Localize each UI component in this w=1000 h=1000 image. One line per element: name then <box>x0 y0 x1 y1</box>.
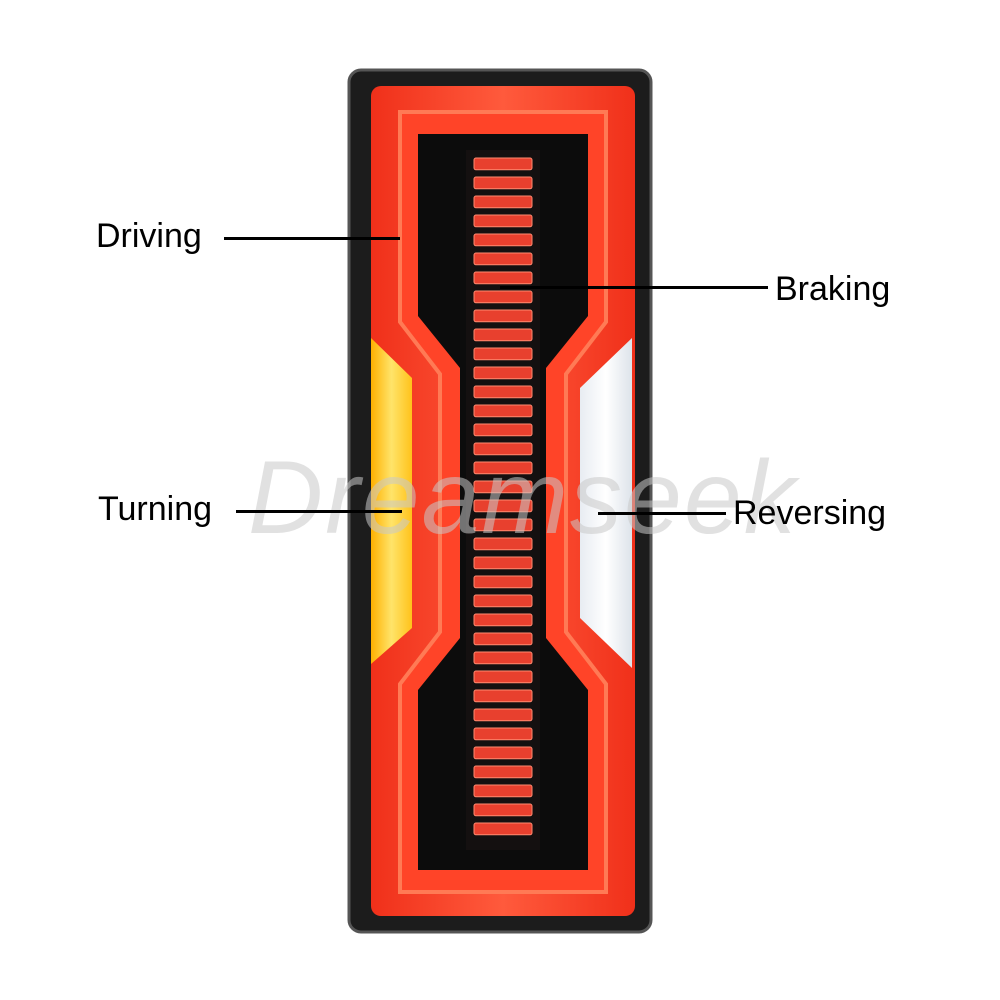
brake-segment <box>473 385 533 399</box>
driving-leader-line <box>224 237 400 240</box>
brake-segment <box>473 784 533 798</box>
braking-label: Braking <box>775 270 891 308</box>
reversing-label: Reversing <box>733 494 887 532</box>
brake-segment <box>473 670 533 684</box>
brake-segment <box>473 651 533 665</box>
brake-segment <box>473 480 533 494</box>
brake-segment <box>473 746 533 760</box>
brake-segment <box>473 537 533 551</box>
brake-segment <box>473 347 533 361</box>
brake-segment <box>473 594 533 608</box>
brake-segment <box>473 309 533 323</box>
turn-signal-lens <box>371 338 412 664</box>
brake-segment <box>473 423 533 437</box>
turning-label: Turning <box>98 490 213 528</box>
driving-label: Driving <box>96 217 202 255</box>
brake-segment <box>473 157 533 171</box>
brake-segment <box>473 822 533 836</box>
braking-leader-line <box>500 286 768 289</box>
reversing-leader-line <box>598 512 726 515</box>
brake-segment <box>473 442 533 456</box>
brake-segment <box>473 689 533 703</box>
brake-segment <box>473 708 533 722</box>
brake-segment <box>473 803 533 817</box>
brake-segment <box>473 328 533 342</box>
brake-segment <box>473 290 533 304</box>
brake-segment <box>473 404 533 418</box>
brake-segment <box>473 575 533 589</box>
brake-segment <box>473 613 533 627</box>
brake-segment <box>473 176 533 190</box>
brake-segment <box>473 214 533 228</box>
brake-segment <box>473 252 533 266</box>
brake-segment <box>473 461 533 475</box>
brake-segment <box>473 632 533 646</box>
reverse-light-lens <box>580 338 632 668</box>
brake-segment <box>473 233 533 247</box>
brake-segment <box>473 271 533 285</box>
brake-segment <box>473 195 533 209</box>
turning-leader-line <box>236 510 402 513</box>
brake-segment <box>473 556 533 570</box>
brake-segment <box>473 765 533 779</box>
brake-segment <box>473 366 533 380</box>
brake-light-segments <box>473 157 533 836</box>
brake-segment <box>473 727 533 741</box>
brake-segment <box>473 518 533 532</box>
brake-segment <box>473 499 533 513</box>
